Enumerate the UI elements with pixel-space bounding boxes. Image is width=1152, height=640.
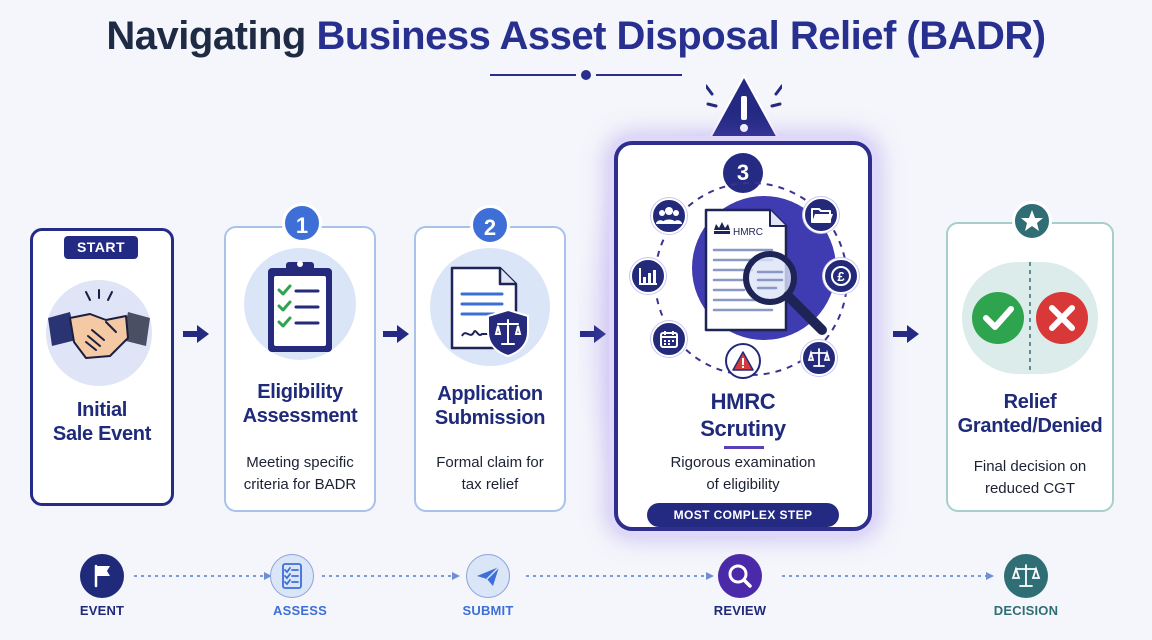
timeline-label-review: REVIEW — [713, 603, 767, 618]
handshake-icon-circle — [46, 280, 152, 386]
heading-line: Granted/Denied — [957, 415, 1103, 437]
description-line: tax relief — [461, 476, 519, 493]
heading-underline — [724, 446, 764, 449]
step-3-description: Rigorous examination of eligibility — [614, 452, 872, 496]
timeline-assess-node — [270, 554, 314, 598]
step-1-heading: Eligibility Assessment — [224, 380, 376, 428]
description-line: Final decision on — [973, 458, 1087, 475]
description-line: Formal claim for — [436, 454, 544, 471]
heading-line: Scrutiny — [700, 416, 786, 441]
warning-icon — [706, 75, 782, 139]
timeline-submit-node — [466, 554, 510, 598]
scales-icon — [801, 340, 837, 376]
title-part-2: Business Asset Disposal Relief (BADR) — [316, 14, 1047, 58]
document-icon-circle — [430, 248, 550, 366]
step-number-badge: 1 — [282, 203, 322, 243]
scales-icon — [1011, 564, 1041, 587]
timeline-event-node — [80, 554, 124, 598]
decision-icon-capsule — [962, 222, 1098, 414]
description-line: criteria for BADR — [243, 476, 357, 493]
timeline-label-event: EVENT — [79, 603, 125, 618]
timeline-connectors — [134, 572, 994, 580]
arrow-right-icon — [183, 325, 209, 343]
timeline-label-assess: ASSESS — [273, 603, 327, 618]
title-part-1: Navigating — [106, 14, 306, 58]
handshake-icon — [48, 289, 150, 359]
heading-line: HMRC — [710, 389, 776, 414]
timeline-decision-node — [1004, 554, 1048, 598]
bar-chart-icon — [630, 258, 666, 294]
step-start-heading: Initial Sale Event — [30, 398, 174, 446]
title-divider — [490, 70, 682, 80]
star-badge — [1012, 201, 1052, 241]
heading-line: Submission — [434, 407, 546, 429]
svg-text:£: £ — [837, 269, 845, 284]
step-3-heading: HMRC Scrutiny — [614, 388, 872, 442]
description-line: Rigorous examination — [670, 454, 816, 471]
step-4-description: Final decision on reduced CGT — [946, 456, 1114, 500]
description-line: of eligibility — [706, 476, 780, 493]
page-title: Navigating Business Asset Disposal Relie… — [0, 14, 1152, 59]
pound-icon: £ — [823, 258, 859, 294]
heading-line: Relief — [1003, 391, 1057, 413]
clipboard-checklist-icon — [268, 261, 332, 352]
most-complex-step-pill: MOST COMPLEX STEP — [647, 503, 839, 527]
step-4-heading: Relief Granted/Denied — [946, 390, 1114, 438]
description-line: Meeting specific — [246, 454, 354, 471]
search-icon — [728, 564, 752, 588]
check-cross-icon — [972, 222, 1088, 414]
flag-icon — [94, 564, 110, 588]
heading-line: Initial — [76, 399, 128, 421]
checklist-icon — [282, 563, 302, 589]
heading-line: Assessment — [242, 405, 358, 427]
calendar-icon — [651, 321, 687, 357]
clipboard-icon-circle — [244, 248, 356, 360]
timeline-label-decision: DECISION — [993, 603, 1059, 618]
arrow-right-icon — [580, 325, 606, 343]
star-icon — [1021, 210, 1043, 231]
step-2-description: Formal claim for tax relief — [414, 452, 566, 496]
paper-plane-icon — [477, 566, 500, 586]
people-icon — [651, 198, 687, 234]
signed-document-shield-icon — [450, 266, 529, 358]
magnifier-document-icon: HMRC — [704, 208, 827, 335]
document-hmrc-label: HMRC — [733, 227, 763, 238]
start-badge: START — [64, 236, 138, 259]
timeline-review-node — [718, 554, 762, 598]
timeline-label-submit: SUBMIT — [462, 603, 514, 618]
warning-small-icon — [725, 343, 761, 379]
heading-line: Application — [437, 383, 543, 405]
step-2-heading: Application Submission — [414, 382, 566, 430]
heading-line: Eligibility — [257, 381, 343, 403]
folder-icon — [803, 197, 839, 233]
arrow-right-icon — [893, 325, 919, 343]
step-number-badge: 2 — [470, 205, 510, 245]
step-1-description: Meeting specific criteria for BADR — [224, 452, 376, 496]
arrow-right-icon — [383, 325, 409, 343]
description-line: reduced CGT — [984, 480, 1076, 497]
step-number-badge: 3 — [723, 153, 763, 193]
heading-line: Sale Event — [52, 423, 152, 445]
